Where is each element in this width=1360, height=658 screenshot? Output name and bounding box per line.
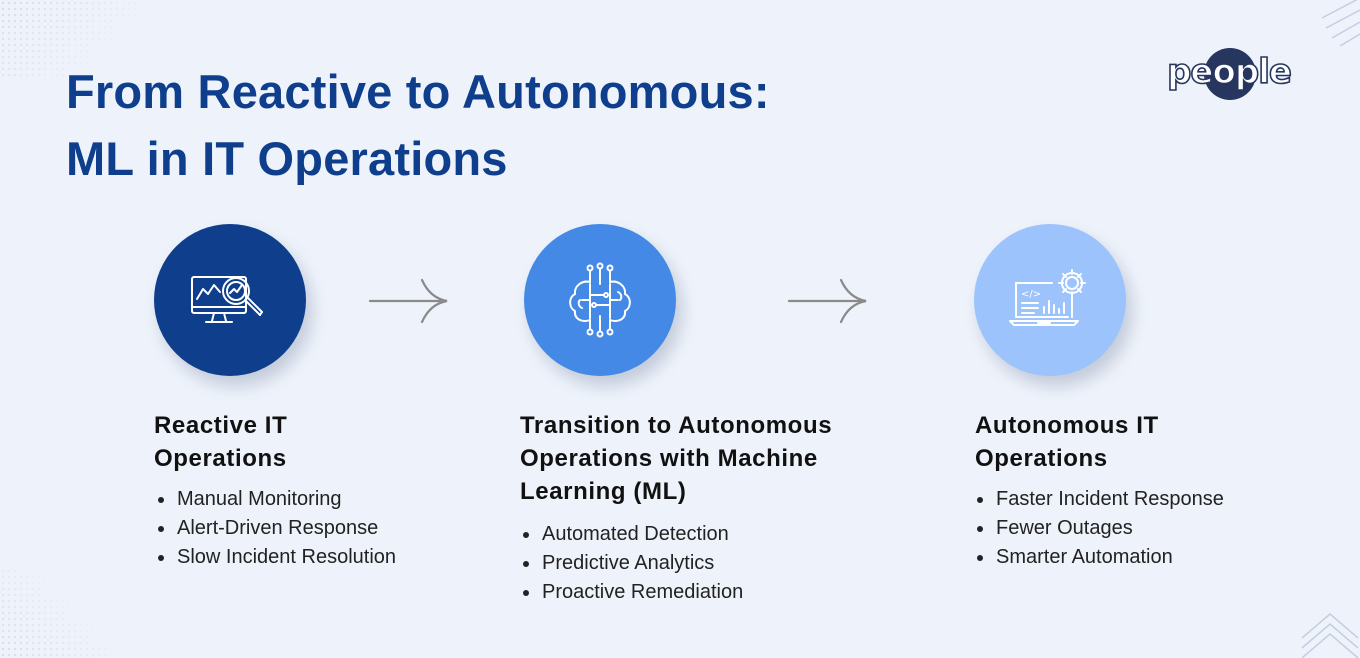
- stage-1-heading-line-2: Operations: [154, 445, 287, 472]
- list-item: Manual Monitoring: [155, 485, 396, 514]
- list-item: Faster Incident Response: [974, 485, 1224, 514]
- stage-2-bullet-list: Automated Detection Predictive Analytics…: [520, 520, 743, 607]
- chevron-decoration: [1301, 613, 1359, 658]
- people-logo: people: [1158, 48, 1300, 100]
- list-item: Proactive Remediation: [520, 578, 743, 607]
- title-line-2: ML in IT Operations: [66, 132, 508, 185]
- title-line-1: From Reactive to Autonomous:: [66, 65, 770, 118]
- logo-text: people: [1166, 51, 1292, 93]
- stage-2-circle: [524, 224, 676, 376]
- stage-3-heading-line-1: Autonomous IT: [975, 412, 1159, 439]
- monitor-analytics-magnifier-icon: [191, 276, 263, 323]
- dot-pattern-decoration: [0, 0, 150, 80]
- stage-3-heading-line-2: Operations: [975, 445, 1108, 472]
- list-item: Predictive Analytics: [520, 549, 743, 578]
- list-item: Smarter Automation: [974, 543, 1224, 572]
- right-arrow-icon: [787, 278, 867, 324]
- stage-2-heading-line-2: Operations with Machine: [520, 445, 818, 472]
- stage-3-circle: </>: [974, 224, 1126, 376]
- stage-3-bullet-list: Faster Incident Response Fewer Outages S…: [974, 485, 1224, 572]
- right-arrow-icon: [368, 278, 448, 324]
- ai-brain-circuit-icon: [569, 262, 631, 338]
- stage-2-heading-line-3: Learning (ML): [520, 478, 687, 505]
- dot-pattern-decoration: [0, 568, 110, 658]
- logo-circle: [1204, 48, 1256, 100]
- page-title: From Reactive to Autonomous: ML in IT Op…: [66, 58, 770, 192]
- hatch-decoration: [1321, 0, 1360, 47]
- list-item: Slow Incident Resolution: [155, 543, 396, 572]
- svg-text:</>: </>: [1021, 289, 1041, 300]
- list-item: Fewer Outages: [974, 514, 1224, 543]
- stage-1-heading-line-1: Reactive IT: [154, 412, 288, 439]
- stage-1-heading: Reactive IT Operations: [154, 409, 287, 475]
- laptop-code-gear-icon: </>: [1009, 269, 1086, 326]
- stage-2-heading-line-1: Transition to Autonomous: [520, 412, 833, 439]
- list-item: Automated Detection: [520, 520, 743, 549]
- stage-2-heading: Transition to Autonomous Operations with…: [520, 409, 832, 508]
- stage-3-heading: Autonomous IT Operations: [975, 409, 1159, 475]
- stage-1-circle: [154, 224, 306, 376]
- stage-1-bullet-list: Manual Monitoring Alert-Driven Response …: [155, 485, 396, 572]
- list-item: Alert-Driven Response: [155, 514, 396, 543]
